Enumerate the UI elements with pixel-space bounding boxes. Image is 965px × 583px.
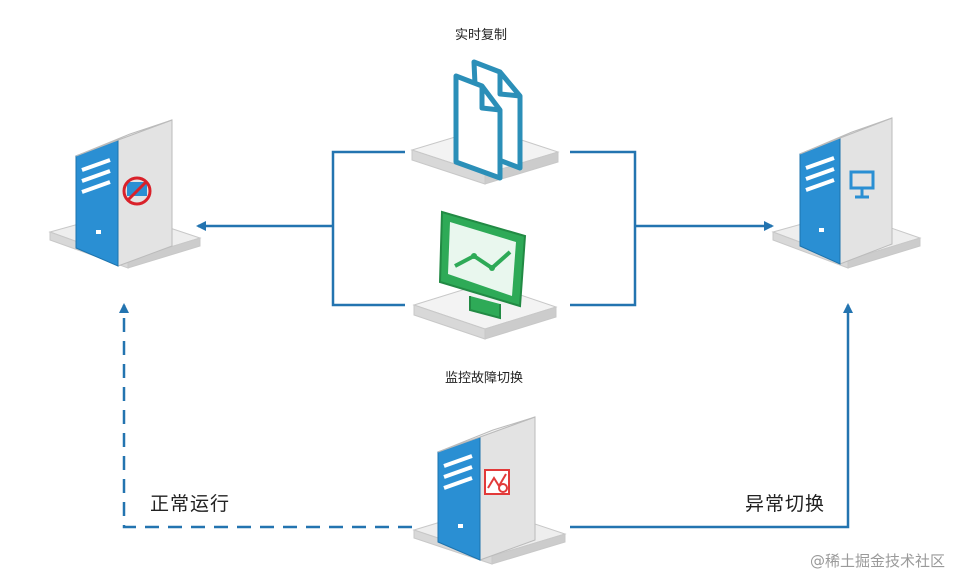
failover-monitor-platform — [412, 210, 558, 340]
watermark-text: @稀土掘金技术社区 — [809, 552, 945, 570]
dashed-normal-path — [119, 303, 412, 529]
primary-server — [48, 119, 202, 269]
line-chart-monitor-icon — [438, 210, 527, 320]
connectors — [119, 150, 853, 529]
monitor-icon — [849, 170, 875, 199]
witness-server — [412, 416, 567, 565]
label-realtime-replication: 实时复制 — [455, 28, 508, 43]
replication-platform — [410, 59, 560, 185]
label-abnormal-switch: 异常切换 — [745, 493, 826, 515]
prohibited-monitor-icon — [122, 176, 152, 206]
bracket-right — [570, 150, 637, 307]
documents-icon — [453, 59, 523, 181]
bracket-left — [331, 150, 405, 307]
label-monitor-failover: 监控故障切换 — [445, 371, 524, 386]
standby-server — [771, 117, 922, 269]
chart-icon — [484, 469, 510, 495]
switch-path — [570, 303, 853, 529]
label-normal-operation: 正常运行 — [150, 493, 231, 515]
